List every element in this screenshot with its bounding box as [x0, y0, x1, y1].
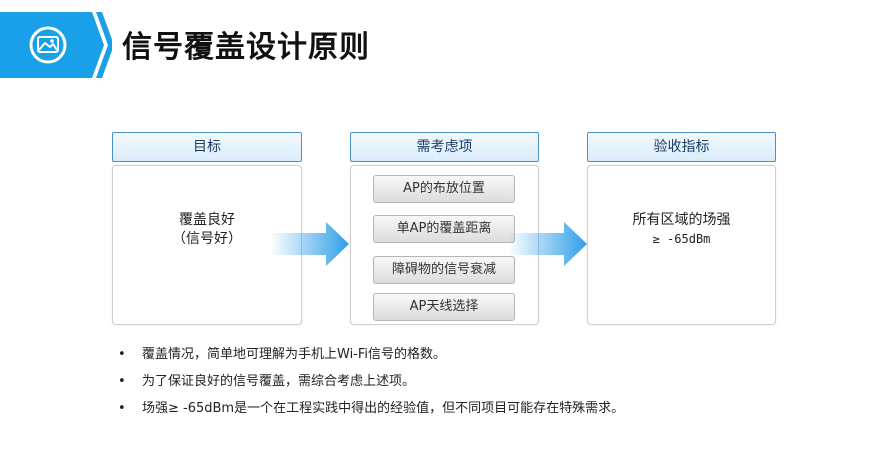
page-title: 信号覆盖设计原则	[122, 30, 370, 65]
column-header-goal: 目标	[112, 132, 302, 162]
metric-text: 所有区域的场强 ≥ -65dBm	[587, 211, 776, 249]
column-header-considerations: 需考虑项	[350, 132, 539, 162]
bullet-text: 为了保证良好的信号覆盖，需综合考虑上述项。	[142, 374, 416, 389]
bullet-list: • 覆盖情况，简单地可理解为手机上Wi-Fi信号的格数。 • 为了保证良好的信号…	[118, 345, 624, 426]
acceptance-box	[587, 165, 776, 325]
arrow-right-icon	[270, 222, 349, 266]
factor-ap-coverage-distance: 单AP的覆盖距离	[373, 215, 515, 243]
factor-antenna-selection: AP天线选择	[373, 293, 515, 321]
arrow-right-icon	[508, 222, 587, 266]
goal-line-2: （信号好）	[172, 231, 242, 247]
list-item: • 为了保证良好的信号覆盖，需综合考虑上述项。	[118, 372, 624, 399]
factor-ap-placement: AP的布放位置	[373, 175, 515, 203]
header-badge	[0, 12, 112, 78]
bullet-dot: •	[118, 401, 126, 416]
metric-line-1: 所有区域的场强	[632, 212, 731, 228]
column-header-acceptance: 验收指标	[587, 132, 776, 162]
goal-line-1: 覆盖良好	[179, 212, 235, 228]
list-item: • 场强≥ -65dBm是一个在工程实践中得出的经验值，但不同项目可能存在特殊需…	[118, 399, 624, 426]
image-icon	[29, 26, 67, 64]
goal-text: 覆盖良好 （信号好）	[112, 211, 302, 249]
metric-line-2: ≥ -65dBm	[652, 232, 711, 246]
factor-obstacle-attenuation: 障碍物的信号衰减	[373, 256, 515, 284]
bullet-text: 场强≥ -65dBm是一个在工程实践中得出的经验值，但不同项目可能存在特殊需求。	[142, 401, 625, 416]
list-item: • 覆盖情况，简单地可理解为手机上Wi-Fi信号的格数。	[118, 345, 624, 372]
bullet-dot: •	[118, 347, 126, 362]
bullet-text: 覆盖情况，简单地可理解为手机上Wi-Fi信号的格数。	[142, 347, 447, 362]
bullet-dot: •	[118, 374, 126, 389]
